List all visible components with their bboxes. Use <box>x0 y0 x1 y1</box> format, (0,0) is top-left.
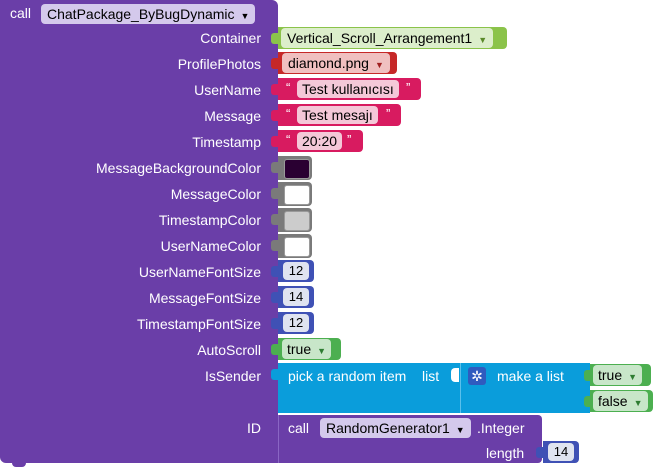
chevron-down-icon: ▼ <box>455 425 465 435</box>
param-label-messagefontsize: MessageFontSize <box>148 290 261 306</box>
block-connector <box>271 292 278 303</box>
block-connector <box>271 214 278 225</box>
call-keyword: call <box>10 5 32 21</box>
container-dropdown[interactable]: Vertical_Scroll_Arrangement1 ▼ <box>281 28 494 48</box>
usernamecolor-swatch[interactable] <box>284 237 310 257</box>
block-connector <box>271 110 278 121</box>
block-connector <box>271 33 278 44</box>
random-generator-name: RandomGenerator1 <box>326 420 450 436</box>
param-label-id: ID <box>247 420 261 436</box>
open-quote: “ <box>286 106 291 121</box>
call-block[interactable] <box>0 0 278 463</box>
block-connector <box>584 396 591 407</box>
timestamp-value[interactable]: 20:20 <box>297 132 343 150</box>
list-item-true-dropdown[interactable]: true ▼ <box>593 365 643 385</box>
component-dropdown[interactable]: ChatPackage_ByBugDynamic ▼ <box>41 4 256 24</box>
param-label-timestampcolor: TimestampColor <box>158 212 261 228</box>
component-name: ChatPackage_ByBugDynamic <box>47 6 235 22</box>
autoscroll-dropdown[interactable]: true ▼ <box>282 339 332 359</box>
block-connector <box>271 421 278 432</box>
pick-random-item-block[interactable] <box>278 363 462 413</box>
container-value: Vertical_Scroll_Arrangement1 <box>287 30 473 46</box>
param-label-autoscroll: AutoScroll <box>197 342 261 358</box>
timestampcolor-swatch[interactable] <box>284 211 310 231</box>
open-quote: “ <box>286 80 291 95</box>
make-a-list-label: make a list <box>497 368 564 384</box>
list-item-false-dropdown[interactable]: false ▼ <box>593 391 648 411</box>
block-connector <box>271 188 278 199</box>
usernamefontsize-value[interactable]: 12 <box>283 262 309 280</box>
param-label-messagebackgroundcolor: MessageBackgroundColor <box>96 160 261 176</box>
param-label-timestamp: Timestamp <box>192 134 261 150</box>
block-connector <box>271 266 278 277</box>
param-label-messagecolor: MessageColor <box>170 186 261 202</box>
block-connector <box>271 84 278 95</box>
random-method-label: .Integer <box>477 420 525 436</box>
param-label-profilephotos: ProfilePhotos <box>177 56 261 72</box>
block-notch <box>12 461 26 467</box>
list-label: list <box>422 368 440 384</box>
param-label-username: UserName <box>194 82 261 98</box>
messagefontsize-value[interactable]: 14 <box>283 288 309 306</box>
message-value[interactable]: Test mesajı <box>297 106 378 124</box>
chevron-down-icon: ▼ <box>633 398 643 408</box>
param-label-issender: IsSender <box>204 368 261 384</box>
gear-icon[interactable]: ✲ <box>468 367 486 385</box>
param-label-timestampfontsize: TimestampFontSize <box>137 316 261 332</box>
block-connector <box>271 58 278 69</box>
profilephotos-dropdown[interactable]: diamond.png ▼ <box>282 53 390 73</box>
profilephotos-value: diamond.png <box>288 55 369 71</box>
block-connector <box>271 344 278 355</box>
block-connector <box>271 162 278 173</box>
autoscroll-value: true <box>287 341 312 357</box>
list-socket <box>451 368 459 382</box>
username-value[interactable]: Test kullanıcısı <box>297 80 399 98</box>
param-label-container: Container <box>200 30 261 46</box>
random-generator-dropdown[interactable]: RandomGenerator1 ▼ <box>320 418 471 438</box>
chevron-down-icon: ▼ <box>374 60 384 70</box>
param-label-usernamefontsize: UserNameFontSize <box>138 264 261 280</box>
close-quote: ” <box>386 106 391 121</box>
chevron-down-icon: ▼ <box>628 372 638 382</box>
messagecolor-swatch[interactable] <box>284 185 310 205</box>
param-label-usernamecolor: UserNameColor <box>160 238 261 254</box>
block-connector <box>271 136 278 147</box>
param-labels: Container ProfilePhotos UserName Message… <box>0 0 261 463</box>
close-quote: ” <box>406 80 411 95</box>
chevron-down-icon: ▼ <box>240 11 250 21</box>
block-connector <box>584 370 591 381</box>
random-call-keyword: call <box>288 420 310 436</box>
block-connector <box>536 447 543 458</box>
timestampfontsize-value[interactable]: 12 <box>283 314 309 332</box>
chevron-down-icon: ▼ <box>478 35 488 45</box>
open-quote: “ <box>286 132 291 147</box>
block-connector <box>271 369 278 380</box>
param-label-message: Message <box>204 108 261 124</box>
list-item-false-value: false <box>598 393 628 409</box>
list-item-true-value: true <box>598 367 623 383</box>
block-connector <box>271 240 278 251</box>
length-value[interactable]: 14 <box>548 443 574 461</box>
pick-random-item-label: pick a random item <box>288 368 407 384</box>
chevron-down-icon: ▼ <box>317 346 327 356</box>
length-label: length <box>486 445 525 461</box>
close-quote: ” <box>347 132 352 147</box>
messagebackgroundcolor-swatch[interactable] <box>284 159 310 179</box>
block-connector <box>271 318 278 329</box>
